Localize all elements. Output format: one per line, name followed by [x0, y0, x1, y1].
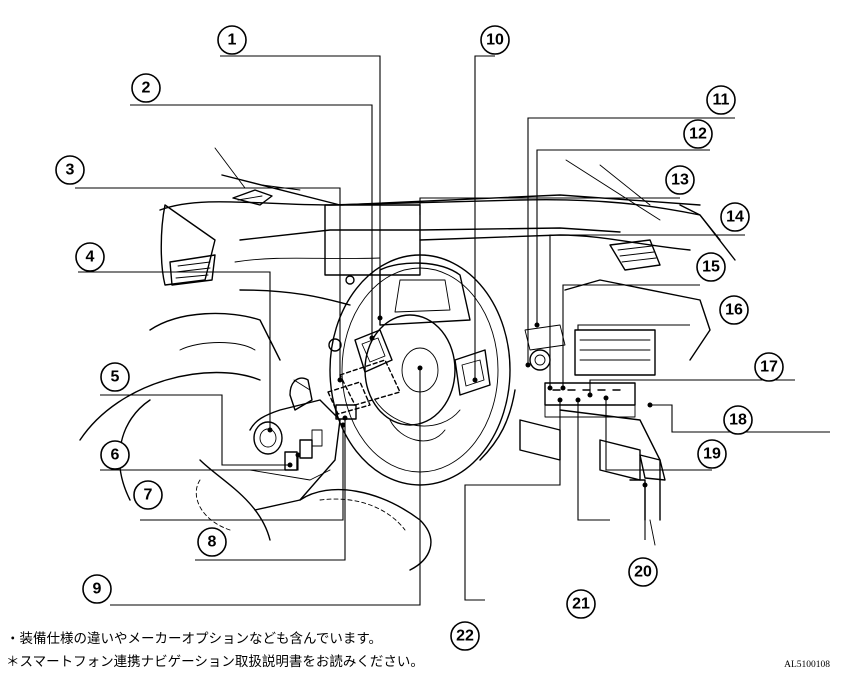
- svg-text:22: 22: [456, 628, 474, 645]
- svg-text:4: 4: [86, 249, 95, 266]
- callout-15: 15: [696, 252, 726, 282]
- callout-14: 14: [720, 202, 750, 232]
- svg-text:6: 6: [111, 447, 120, 464]
- figure-id: AL5100108: [784, 660, 830, 670]
- callout-13: 13: [665, 165, 695, 195]
- svg-text:3: 3: [66, 162, 75, 179]
- svg-text:21: 21: [572, 596, 590, 613]
- svg-text:10: 10: [486, 32, 504, 49]
- callout-18: 18: [723, 405, 753, 435]
- svg-text:1: 1: [228, 32, 237, 49]
- callouts: 1 2 3 4 5 6 7 8 9 10 11 12 13 14 15 16 1…: [55, 25, 784, 651]
- svg-text:8: 8: [208, 534, 217, 551]
- svg-text:9: 9: [93, 581, 102, 598]
- callout-21: 21: [566, 589, 596, 619]
- svg-text:16: 16: [725, 302, 743, 319]
- svg-text:18: 18: [729, 412, 747, 429]
- svg-text:14: 14: [726, 209, 744, 226]
- callout-4: 4: [75, 242, 105, 272]
- callout-20: 20: [628, 557, 658, 587]
- callout-9: 9: [82, 574, 112, 604]
- callout-1: 1: [217, 25, 247, 55]
- callout-12: 12: [683, 119, 713, 149]
- callout-2: 2: [131, 73, 161, 103]
- cockpit-illustration: [79, 147, 736, 571]
- svg-text:5: 5: [111, 369, 120, 386]
- callout-6: 6: [100, 440, 130, 470]
- callout-16: 16: [719, 295, 749, 325]
- note-smartphone-navigation: ＊スマートフォン連携ナビゲーション取扱説明書をお読みください。: [6, 654, 424, 670]
- callout-3: 3: [55, 155, 85, 185]
- svg-text:20: 20: [634, 564, 652, 581]
- svg-text:19: 19: [703, 446, 721, 463]
- callout-19: 19: [697, 439, 727, 469]
- callout-7: 7: [133, 480, 163, 510]
- callout-8: 8: [197, 527, 227, 557]
- callout-11: 11: [706, 85, 736, 115]
- svg-text:2: 2: [142, 80, 151, 97]
- leader-lines: [75, 55, 830, 606]
- svg-text:12: 12: [689, 126, 707, 143]
- note-equipment-options: ・装備仕様の違いやメーカーオプションなども含んでいます。: [6, 631, 382, 647]
- callout-17: 17: [754, 352, 784, 382]
- svg-text:11: 11: [713, 92, 730, 109]
- svg-text:15: 15: [702, 259, 720, 276]
- callout-22: 22: [450, 621, 480, 651]
- callout-10: 10: [480, 25, 510, 55]
- callout-5: 5: [100, 362, 130, 392]
- svg-text:17: 17: [760, 359, 778, 376]
- svg-text:7: 7: [144, 487, 153, 504]
- svg-text:13: 13: [671, 172, 689, 189]
